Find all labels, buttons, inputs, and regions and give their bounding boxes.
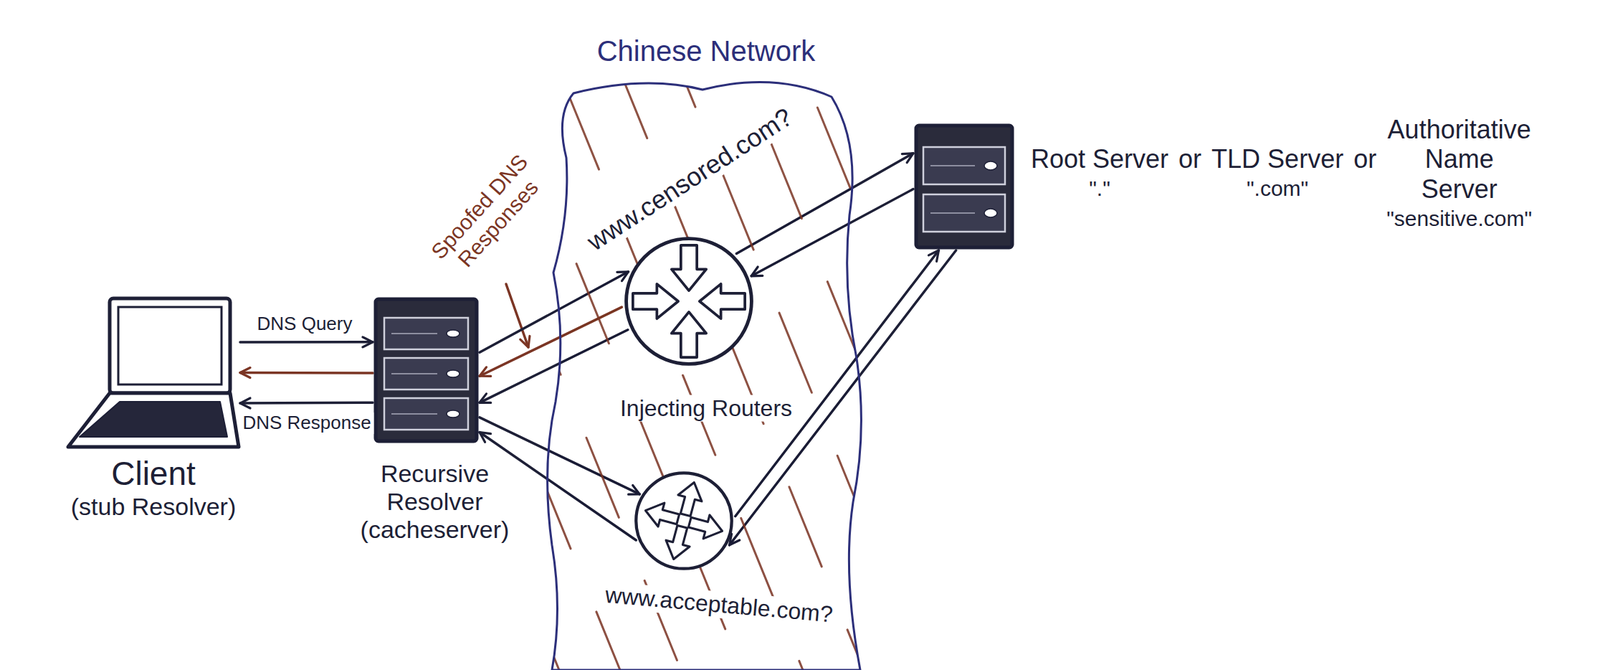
drive-slot (930, 212, 975, 214)
router-arrow (673, 478, 707, 518)
dns-message-arrow (479, 417, 640, 494)
node-text: Root Server (1030, 144, 1169, 174)
laptop-keyboard (79, 401, 228, 437)
node-text: Authoritative Name Server (1386, 114, 1532, 204)
edge-label-holder: www.censored.com? (579, 100, 800, 259)
dns-message-arrow (240, 340, 373, 344)
edge-label: DNS Query (254, 313, 356, 335)
drive-button (446, 369, 460, 378)
drive-slot (391, 332, 438, 335)
dns-message-arrow (240, 401, 373, 405)
drive-slot (930, 164, 975, 167)
edge-label-holder: DNS Query (254, 313, 356, 335)
spoofed-response-arrow (479, 306, 622, 376)
drive-bay (923, 146, 1006, 185)
drive-bay (923, 194, 1006, 232)
drive-bay (384, 397, 469, 430)
laptop-screen (109, 298, 231, 393)
router-arrow (661, 523, 694, 563)
drive-bay (384, 357, 469, 390)
laptop-base (68, 392, 239, 447)
drive-button (984, 208, 998, 218)
drive-button (984, 161, 998, 170)
router-circle (626, 238, 752, 365)
router-circle (635, 472, 732, 568)
server-caption-column: Authoritative Name Server"sensitive.com" (1386, 114, 1532, 232)
server-caption-column: Root Server"." (1030, 144, 1169, 202)
node-text: www.acceptable.com? (601, 580, 837, 628)
laptop-display (118, 306, 222, 385)
router-arrow (671, 311, 707, 357)
node-text: or (1353, 144, 1377, 174)
transit-router-shape (632, 469, 735, 572)
dns-message-arrow (751, 189, 914, 276)
transit-router: www.acceptable.com? (632, 469, 735, 572)
node-text: "sensitive.com" (1386, 206, 1532, 232)
node-text: Recursive Resolver (cacheserver) (354, 459, 516, 544)
hatch-stroke (559, 71, 803, 670)
hatch-stroke (376, 71, 621, 670)
client-laptop-shape (66, 296, 241, 449)
edge-label: Spoofed DNS Responses (422, 145, 555, 286)
node-text: "." (1088, 176, 1111, 202)
resolver-server: Recursive Resolver (cacheserver) (372, 296, 480, 444)
node-text: TLD Server (1211, 144, 1344, 174)
server-case (916, 125, 1013, 248)
router-caption: Injecting Routers (617, 394, 795, 422)
hatch-stroke (681, 71, 925, 670)
hatch-stroke (802, 71, 1047, 670)
node-text: ".com" (1246, 176, 1309, 202)
router-arrow (699, 283, 745, 319)
dns-server-shape (913, 122, 1016, 251)
server-caption-column: or (1353, 144, 1377, 174)
node-text: Chinese Network (544, 34, 868, 68)
drive-slot (391, 372, 438, 375)
drive-bay (384, 317, 469, 350)
edge-label-holder: DNS Response (239, 412, 374, 434)
node-text: (stub Resolver) (70, 492, 237, 521)
edge-label: DNS Response (239, 412, 374, 434)
cloud-outline (547, 82, 862, 670)
dns-server: Root Server"."orTLD Server".com"orAuthor… (913, 122, 1016, 251)
router-arrow (632, 283, 679, 319)
hatch-stroke (620, 71, 864, 670)
spoofed-response-arrow (240, 371, 373, 375)
client-caption: Client(stub Resolver) (70, 454, 237, 521)
drive-button (446, 329, 460, 337)
router-caption: www.acceptable.com? (601, 580, 837, 628)
server-caption-column: or (1178, 144, 1202, 174)
resolver-caption: Recursive Resolver (cacheserver) (354, 459, 516, 544)
drive-slot (391, 412, 438, 415)
router-arrow (671, 245, 707, 291)
network-cloud: Chinese NetworkInjecting Routers www.acce… (544, 28, 868, 670)
node-text: Client (70, 454, 237, 493)
client-laptop: Client(stub Resolver) (66, 296, 241, 449)
dns-message-arrow (735, 250, 940, 517)
node-text: or (1178, 144, 1202, 174)
hatch-stroke (315, 71, 560, 670)
server-caption-column: TLD Server".com" (1211, 144, 1344, 202)
resolver-server-shape (372, 296, 480, 444)
router-arrow (686, 510, 726, 543)
node-text: Injecting Routers (617, 394, 795, 422)
edge-label: www.censored.com? (579, 100, 800, 259)
dns-message-arrow (479, 329, 628, 403)
router-arrow (642, 498, 682, 531)
server-caption: Root Server"."orTLD Server".com"orAuthor… (1030, 144, 1532, 232)
drive-button (446, 410, 460, 418)
edge-label-holder: Spoofed DNS Responses (422, 145, 555, 286)
injecting-router-shape (622, 234, 756, 368)
spoofed-leader-arrow (506, 283, 529, 347)
injecting-router: Injecting Routers (622, 234, 756, 368)
network-title: Chinese Network (544, 34, 868, 68)
server-case (375, 298, 477, 441)
hatch-stroke (498, 71, 742, 670)
censorship-hatching (315, 71, 1108, 670)
